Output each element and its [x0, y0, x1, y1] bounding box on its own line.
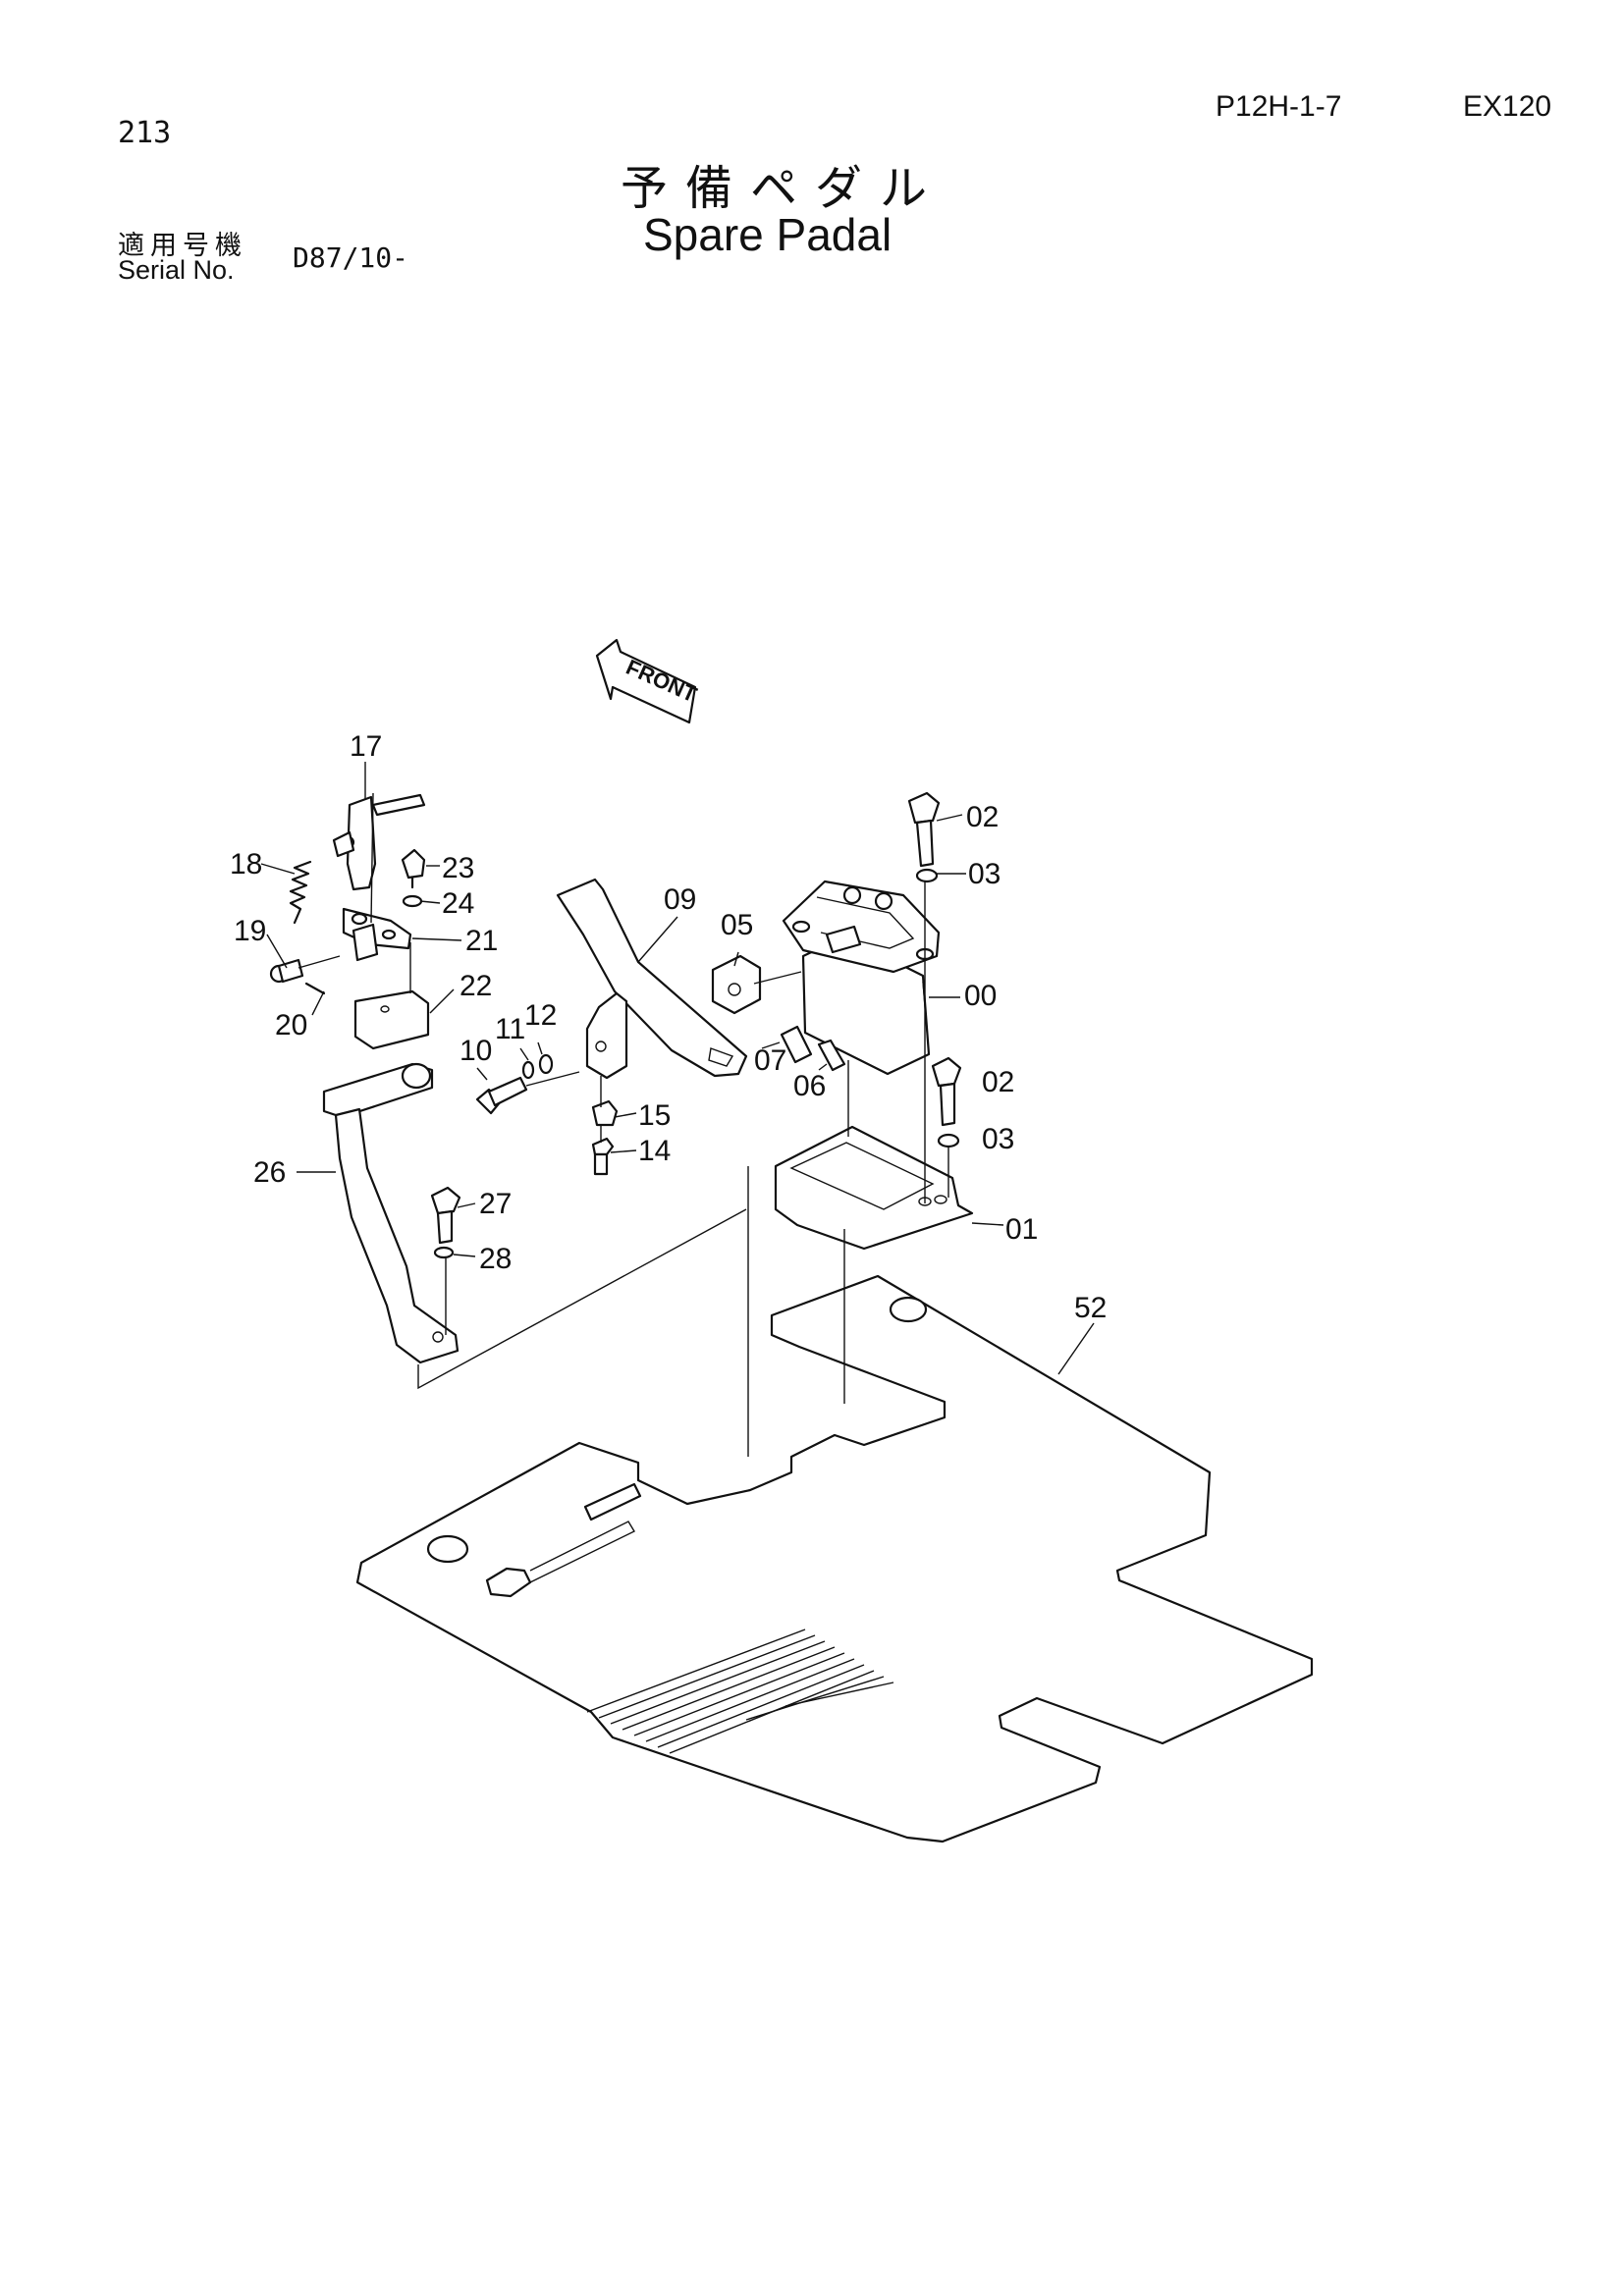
- callout-24: 24: [442, 887, 474, 920]
- bracket-21: [342, 907, 412, 962]
- pedal-arm-09: [556, 878, 748, 1080]
- bolt-10: [475, 1076, 528, 1115]
- callout-15: 15: [638, 1099, 671, 1132]
- callout-27: 27: [479, 1188, 512, 1220]
- bolt-02-upper: [907, 791, 941, 868]
- pedal-box-00: [782, 880, 941, 1076]
- callout-17: 17: [350, 730, 382, 763]
- callout-03-upper: 03: [968, 858, 1001, 890]
- machine-model: EX120: [1463, 90, 1552, 123]
- callout-02-upper: 02: [966, 801, 999, 833]
- front-direction-arrow: FRONT: [595, 638, 701, 724]
- washer-03-upper: [915, 868, 939, 883]
- page-number: 213: [118, 116, 172, 150]
- callout-14: 14: [638, 1135, 671, 1167]
- callout-10: 10: [460, 1035, 492, 1067]
- callout-26: 26: [253, 1156, 286, 1189]
- callout-18: 18: [230, 848, 262, 881]
- callout-leaders: [260, 762, 1095, 1375]
- callout-52: 52: [1074, 1292, 1107, 1324]
- washer-11: [521, 1060, 535, 1080]
- callout-19: 19: [234, 915, 266, 947]
- washer-03-lower: [937, 1133, 960, 1148]
- lever-17: [332, 793, 426, 891]
- page-title-english: Spare Padal: [643, 209, 893, 260]
- callout-00: 00: [964, 980, 997, 1012]
- callout-23: 23: [442, 852, 474, 884]
- screw-20: [304, 982, 326, 995]
- callout-21: 21: [465, 925, 498, 957]
- page-title-japanese: 予備ペダル: [621, 161, 946, 216]
- callout-06: 06: [793, 1070, 826, 1102]
- callout-numbers: 17 18 23 24 19 21 20 22 09 05 02 03 00 1…: [230, 730, 1107, 1324]
- callout-01: 01: [1005, 1213, 1038, 1246]
- serial-label-japanese: 適用号機: [118, 231, 247, 261]
- bolt-14: [591, 1137, 615, 1176]
- callout-12: 12: [524, 999, 557, 1032]
- callout-02-lower: 02: [982, 1066, 1014, 1098]
- washer-28: [433, 1246, 455, 1259]
- floor-plate-52: [355, 1274, 1314, 1843]
- callout-03-lower: 03: [982, 1123, 1014, 1155]
- base-plate-01: [774, 1125, 974, 1251]
- pin-06: [817, 1039, 846, 1072]
- bolt-02-lower: [931, 1056, 962, 1127]
- foot-rest-26: [322, 1062, 460, 1364]
- washer-12: [538, 1053, 554, 1075]
- bolt-27: [430, 1186, 461, 1245]
- nut-15: [591, 1099, 619, 1127]
- part-code-reference: P12H-1-7: [1216, 90, 1342, 123]
- callout-20: 20: [275, 1009, 307, 1041]
- callout-28: 28: [479, 1243, 512, 1275]
- washer-24: [402, 894, 423, 908]
- pin-07: [780, 1025, 813, 1064]
- bolt-23: [401, 848, 426, 889]
- callout-11: 11: [495, 1013, 525, 1045]
- block-05: [711, 954, 762, 1015]
- callout-09: 09: [664, 883, 696, 916]
- callout-05: 05: [721, 909, 753, 941]
- serial-number-value: D87/10-: [293, 241, 409, 274]
- serial-label-english: Serial No.: [118, 255, 235, 285]
- callout-07: 07: [754, 1044, 786, 1077]
- cutaway-line: [417, 1208, 747, 1390]
- spring-18: [289, 860, 312, 925]
- callout-22: 22: [460, 970, 492, 1002]
- pin-19: [269, 958, 304, 984]
- assembly-center-lines: [298, 792, 949, 1457]
- cover-22: [353, 989, 430, 1050]
